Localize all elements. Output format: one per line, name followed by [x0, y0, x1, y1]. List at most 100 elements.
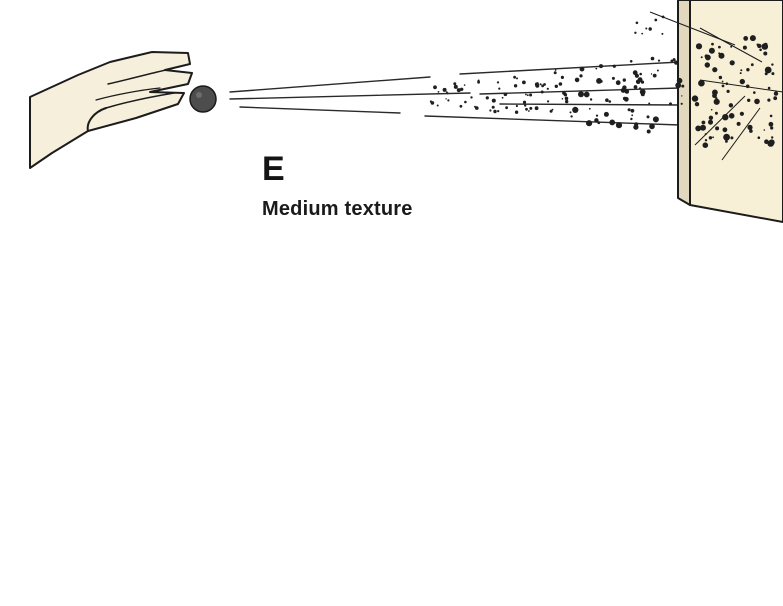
spray-particle: [728, 113, 735, 119]
spray-particle: [708, 115, 714, 121]
spray-particle: [539, 83, 542, 86]
spray-particle: [745, 84, 750, 89]
spray-particle: [704, 133, 707, 136]
spray-particle: [721, 84, 725, 88]
spray-particle: [672, 58, 676, 62]
spray-particle: [753, 91, 756, 94]
spray-particle: [460, 87, 464, 92]
spray-particle: [498, 87, 501, 90]
spray-particle: [639, 89, 646, 95]
spray-particle: [631, 114, 634, 117]
spray-particle: [695, 43, 703, 50]
spray-particle: [740, 69, 743, 72]
spray-particle: [579, 66, 585, 72]
spray-particle: [704, 62, 710, 68]
spray-particle: [447, 99, 450, 102]
spray-particle: [704, 139, 708, 142]
spray-particle: [759, 48, 762, 52]
spray-particle: [646, 115, 650, 119]
spray-particle: [757, 43, 762, 49]
spray-particle: [564, 96, 569, 101]
spray-particle: [489, 109, 492, 112]
spray-particle: [603, 111, 609, 117]
panel-letter: E: [262, 150, 285, 188]
spray-particle: [496, 81, 500, 84]
spray-particle: [632, 70, 638, 76]
spray-particle: [669, 102, 672, 106]
spray-particle: [764, 66, 772, 74]
spray-particle: [437, 91, 440, 93]
spray-particle: [713, 98, 720, 105]
spray-particle: [646, 129, 651, 134]
spray-particle: [718, 45, 721, 49]
spray-particle: [749, 35, 756, 42]
spray-particle: [463, 84, 466, 86]
spray-particle: [433, 85, 437, 90]
spray-particle: [730, 136, 734, 140]
spray-particle: [594, 118, 599, 123]
spray-particle: [522, 100, 527, 104]
spray-particle: [563, 93, 568, 97]
spray-particle: [645, 27, 648, 30]
spray-particle: [712, 93, 717, 99]
spray-particle: [674, 60, 679, 65]
spray-particle: [714, 111, 718, 115]
spray-particle: [574, 77, 580, 83]
spray-particle: [595, 67, 598, 70]
spray-particle: [513, 84, 518, 88]
spray-particle: [630, 117, 633, 121]
spray-particle: [747, 124, 753, 130]
spray-particle: [528, 110, 530, 112]
spray-particle: [627, 108, 631, 112]
spray-particle: [429, 100, 432, 103]
spray-particles: [429, 15, 779, 148]
spray-particle: [722, 114, 729, 121]
spray-particle: [715, 126, 720, 131]
spray-particle: [767, 86, 771, 90]
spray-particle: [730, 45, 733, 48]
spray-particle: [708, 47, 715, 54]
spray-particle: [560, 75, 565, 79]
spray-particle: [656, 69, 659, 72]
spray-particle: [694, 102, 700, 107]
motion-lines: [229, 61, 681, 126]
spray-particle: [554, 84, 558, 89]
spray-particle: [565, 99, 569, 104]
spray-particle: [589, 98, 593, 101]
spray-particle: [676, 77, 683, 84]
spray-particle: [764, 72, 768, 76]
spray-particle: [648, 27, 652, 31]
spray-particle: [622, 78, 626, 82]
spray-particle: [615, 80, 621, 86]
spray-particle: [729, 60, 735, 66]
spray-particle: [773, 96, 778, 101]
spray-particle: [728, 103, 734, 108]
spray-particle: [525, 107, 528, 111]
spray-particle: [525, 93, 527, 96]
spray-particle: [757, 136, 761, 139]
spray-particle: [453, 84, 458, 89]
spray-particle: [754, 98, 760, 105]
spray-particle: [535, 83, 540, 88]
spray-particle: [767, 98, 771, 102]
spray-particle: [540, 90, 544, 94]
spray-particle: [633, 126, 637, 129]
spray-particle: [515, 104, 519, 108]
spray-particle: [705, 54, 711, 61]
spray-particle: [611, 76, 615, 80]
spray-particle: [701, 120, 706, 125]
spray-particle: [529, 93, 533, 97]
spray-particle: [624, 89, 630, 94]
spray-particle: [516, 77, 518, 80]
spray-particle: [712, 136, 714, 139]
spray-particle: [622, 85, 627, 90]
spray-particle: [503, 92, 508, 97]
spray-particle: [622, 96, 627, 101]
spray-particle: [768, 121, 774, 127]
spray-particle: [721, 80, 724, 83]
spray-particle: [561, 98, 564, 100]
ball-icon: [189, 85, 217, 113]
spray-particle: [635, 21, 639, 25]
spray-particle: [586, 120, 593, 127]
spray-particle: [634, 31, 637, 34]
